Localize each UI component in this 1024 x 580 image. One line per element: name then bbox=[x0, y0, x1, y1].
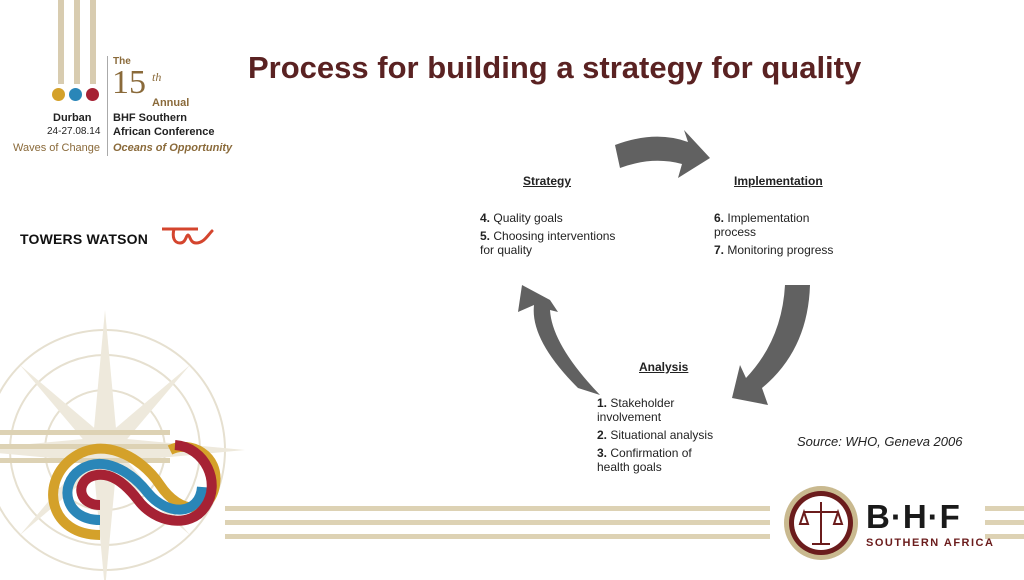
arrow-implementation-to-analysis-icon bbox=[732, 285, 810, 405]
edition-word: Annual bbox=[152, 97, 190, 109]
arrow-analysis-to-strategy-icon bbox=[518, 285, 600, 395]
conference-logo: The 15 th Annual Durban 24-27.08.14 BHF … bbox=[0, 0, 240, 160]
implementation-step: 6. Implementation process bbox=[714, 211, 810, 239]
logo-dot-red bbox=[86, 88, 99, 101]
sponsor-name: TOWERS WATSON bbox=[20, 231, 149, 247]
logo-dot-blue bbox=[69, 88, 82, 101]
logo-dot-gold bbox=[52, 88, 65, 101]
strategy-step: 4. Quality goals bbox=[480, 211, 563, 225]
decor-band bbox=[225, 506, 770, 511]
tagline-left: Waves of Change bbox=[13, 142, 101, 154]
bhf-logo-subtitle: SOUTHERN AFRICA bbox=[866, 537, 995, 549]
edition-suffix: th bbox=[152, 70, 162, 84]
edition-number: 15 bbox=[112, 64, 146, 101]
conference-dates: 24-27.08.14 bbox=[47, 126, 101, 137]
decor-band bbox=[985, 520, 1024, 525]
phase-analysis-title: Analysis bbox=[639, 360, 689, 374]
slide-title: Process for building a strategy for qual… bbox=[248, 50, 862, 85]
conference-name-line2: African Conference bbox=[113, 126, 215, 138]
tagline-right: Oceans of Opportunity bbox=[113, 142, 233, 154]
decor-band bbox=[225, 520, 770, 525]
source-note: Source: WHO, Geneva 2006 bbox=[797, 434, 963, 449]
conference-name-line1: BHF Southern bbox=[113, 112, 187, 124]
arrow-strategy-to-implementation-icon bbox=[615, 130, 710, 178]
implementation-step: 7. Monitoring progress bbox=[714, 243, 834, 257]
sponsor-mark-icon bbox=[162, 227, 214, 245]
phase-implementation: Implementation 6. Implementation process… bbox=[714, 174, 854, 261]
decor-band bbox=[225, 534, 770, 539]
strategy-step: 5. Choosing interventions for quality bbox=[480, 229, 616, 257]
decor-band bbox=[985, 534, 1024, 539]
edition-prefix: The bbox=[113, 56, 131, 67]
waves-logo-icon bbox=[48, 440, 221, 540]
phase-implementation-title: Implementation bbox=[734, 174, 823, 188]
analysis-step: 1. Stakeholder involvement bbox=[597, 396, 675, 424]
phase-strategy-title: Strategy bbox=[523, 174, 572, 188]
conference-city: Durban bbox=[53, 112, 92, 124]
phase-analysis: Analysis 1. Stakeholder involvement 2. S… bbox=[597, 360, 727, 478]
decor-band bbox=[0, 430, 170, 435]
bhf-logo-text: B·H·F bbox=[866, 498, 961, 535]
phase-strategy: Strategy 4. Quality goals 5. Choosing in… bbox=[480, 174, 630, 261]
cycle-arrows bbox=[518, 130, 810, 405]
decor-band bbox=[985, 506, 1024, 511]
decor-band bbox=[0, 458, 170, 463]
bhf-emblem-icon bbox=[784, 486, 858, 560]
analysis-step: 2. Situational analysis bbox=[597, 428, 714, 442]
analysis-step: 3. Confirmation of health goals bbox=[597, 446, 692, 474]
